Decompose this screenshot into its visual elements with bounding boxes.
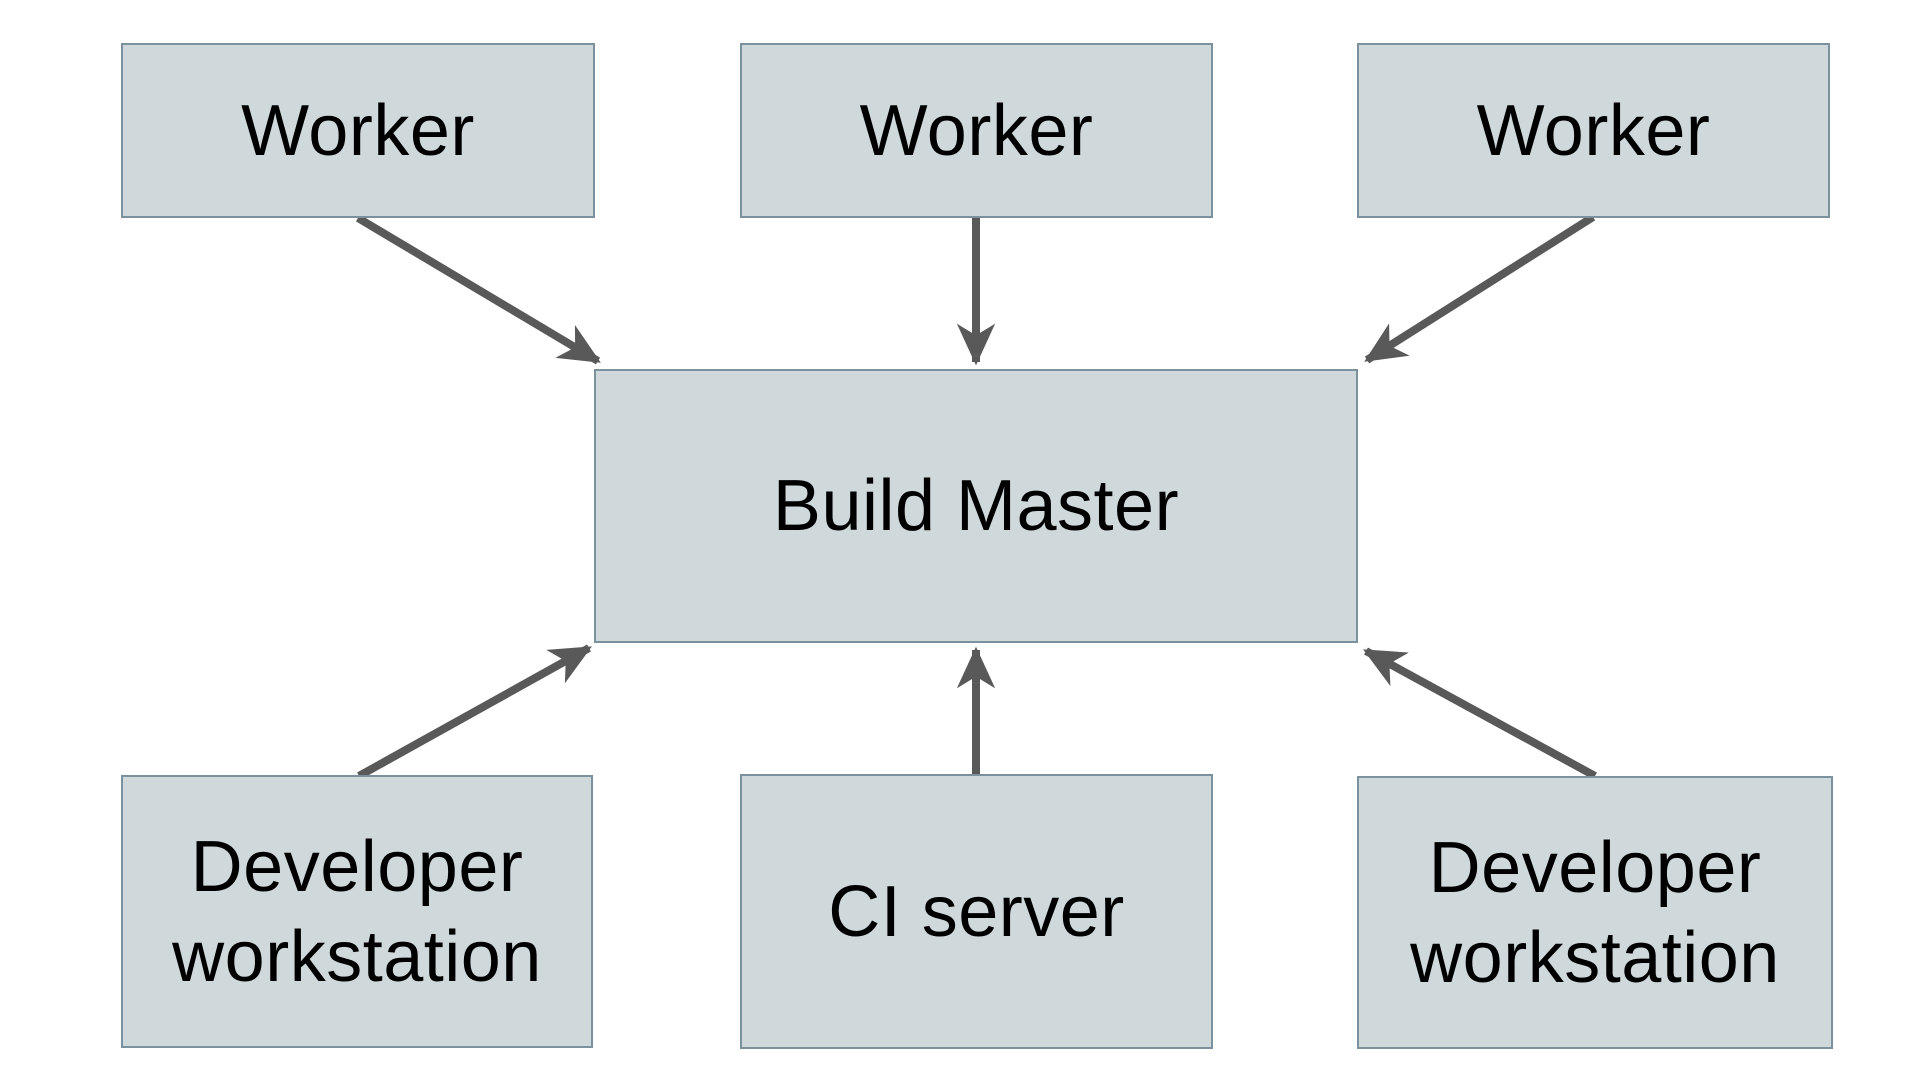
- arrow-developer-workstation-left-to-build-master: [357, 644, 592, 780]
- node-build-master: Build Master: [594, 369, 1358, 643]
- node-ci-server: CI server: [740, 774, 1213, 1049]
- arrow-worker-left-to-build-master: [355, 214, 601, 365]
- node-ci-server-label: CI server: [828, 871, 1125, 952]
- arrow-worker-right-to-build-master: [1364, 213, 1596, 364]
- arrow-developer-workstation-right-to-build-master: [1363, 647, 1597, 780]
- node-developer-workstation-right-label: Developer workstation: [1410, 827, 1780, 998]
- node-developer-workstation-right: Developer workstation: [1357, 776, 1833, 1049]
- node-developer-workstation-left-label: Developer workstation: [172, 826, 542, 997]
- node-worker-right: Worker: [1357, 43, 1830, 218]
- node-build-master-label: Build Master: [772, 466, 1180, 546]
- node-worker-left-label: Worker: [241, 90, 475, 171]
- node-worker-right-label: Worker: [1476, 90, 1711, 171]
- node-worker-center-label: Worker: [859, 90, 1094, 171]
- node-developer-workstation-left: Developer workstation: [121, 775, 593, 1048]
- node-worker-center: Worker: [740, 43, 1213, 218]
- node-worker-left: Worker: [121, 43, 595, 218]
